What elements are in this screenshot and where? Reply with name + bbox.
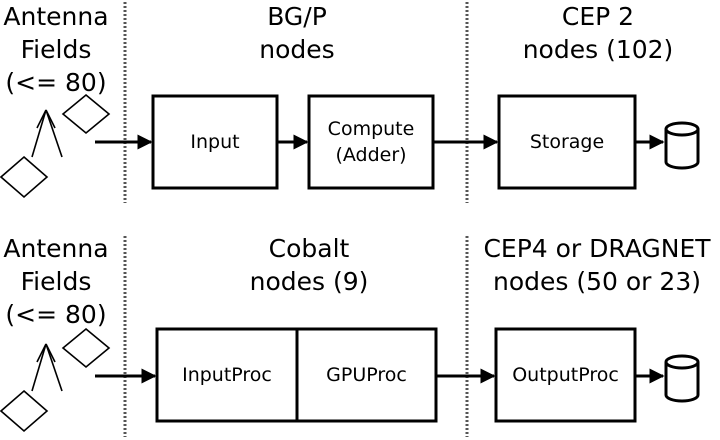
top-antenna-fields-heading: Antenna Fields (<= 80) — [0, 0, 112, 99]
database-icon — [664, 121, 700, 170]
inputproc-box-label: InputProc — [157, 329, 297, 421]
bottom-cobalt-nodes-heading: Cobalt nodes (9) — [209, 232, 409, 298]
antenna-heading-line: (<= 80) — [5, 300, 107, 329]
antenna-heading-line: Fields — [20, 35, 92, 64]
input-box — [151, 94, 279, 190]
inputproc-label: InputProc — [182, 364, 272, 386]
compute-box — [307, 94, 435, 190]
storage-box-label: Storage — [499, 96, 635, 188]
gpuproc-box — [295, 327, 438, 423]
section-heading-line: nodes — [259, 35, 335, 64]
database-icon — [664, 354, 700, 403]
antenna-icon — [0, 93, 111, 199]
input-box-label: Input — [153, 96, 277, 188]
section-heading-line: nodes (102) — [522, 35, 674, 64]
antenna-heading-line: Antenna — [3, 234, 109, 263]
section-heading-line: CEP 2 — [561, 2, 635, 31]
outputproc-label: OutputProc — [512, 364, 619, 386]
section-heading-line: CEP4 or DRAGNET — [483, 234, 711, 263]
bottom-cep4-dragnet-nodes-heading: CEP4 or DRAGNET nodes (50 or 23) — [474, 232, 720, 298]
gpuproc-label: GPUProc — [326, 364, 407, 386]
antenna-heading-line: Fields — [20, 267, 92, 296]
storage-label: Storage — [529, 131, 605, 153]
section-heading-line: BG/P — [267, 2, 327, 31]
antenna-heading-line: Antenna — [3, 2, 109, 31]
compute-box-label: Compute (Adder) — [309, 96, 433, 188]
section-heading-line: nodes (50 or 23) — [493, 267, 701, 296]
top-bgp-nodes-heading: BG/P nodes — [197, 0, 397, 66]
outputproc-box-label: OutputProc — [496, 329, 635, 421]
antenna-heading-line: (<= 80) — [5, 68, 107, 97]
bottom-antenna-fields-heading: Antenna Fields (<= 80) — [0, 232, 112, 331]
top-cep2-nodes-heading: CEP 2 nodes (102) — [478, 0, 718, 66]
gpuproc-box-label: GPUProc — [297, 329, 436, 421]
compute-label-line2: (Adder) — [335, 144, 407, 166]
section-heading-line: Cobalt — [268, 234, 350, 263]
input-label: Input — [190, 131, 240, 153]
antenna-icon — [0, 327, 111, 433]
compute-label-line1: Compute — [327, 118, 415, 140]
section-heading-line: nodes (9) — [249, 267, 369, 296]
